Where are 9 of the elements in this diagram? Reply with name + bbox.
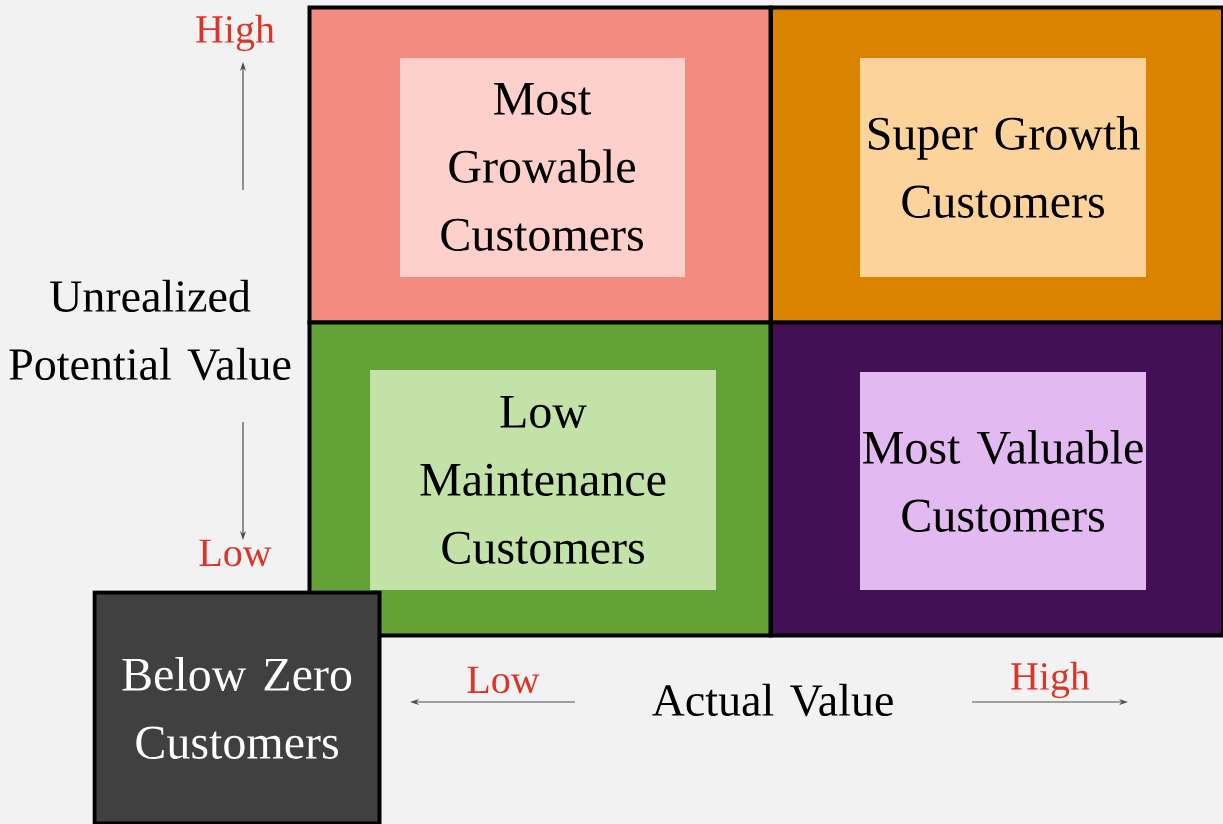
quadrant-box: Most Valuable Customers	[769, 320, 1223, 638]
axis-label: Low	[467, 666, 540, 694]
axis-label: Low	[199, 539, 272, 567]
quadrant-box: Low Maintenance Customers	[307, 320, 773, 638]
axis-label: Unrealized Potential Value	[9, 279, 291, 381]
quadrant-box: Below Zero Customers	[92, 590, 382, 824]
quadrant-box: Super Growth Customers	[769, 5, 1223, 325]
axis-label: Actual Value	[652, 683, 893, 717]
quadrant-box: Most Growable Customers	[307, 5, 773, 325]
